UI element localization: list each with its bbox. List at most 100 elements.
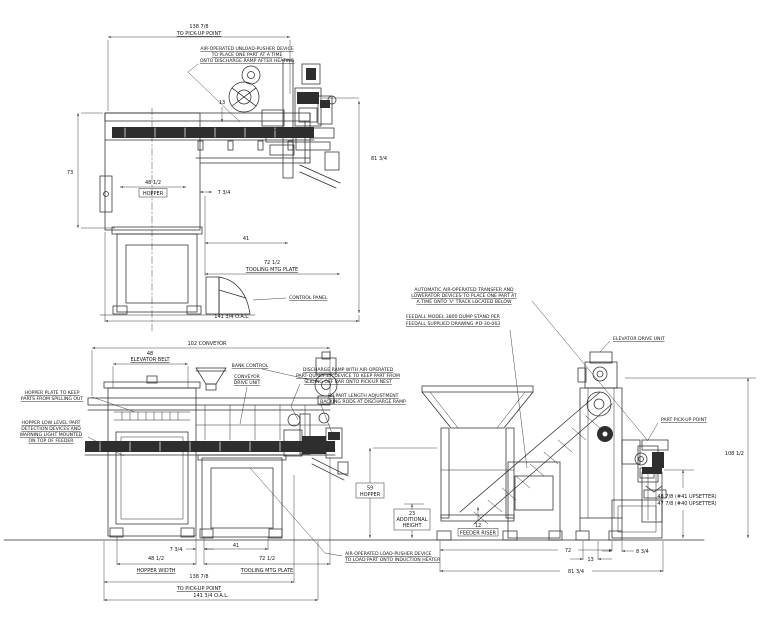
unload-note-leader [187,63,241,123]
side-pusher-mechanism [228,59,341,189]
end-v-track [645,485,663,493]
dim-23-sub2: HEIGHT [402,523,422,529]
dim-81-34-end: 81 3/4 [568,569,584,575]
low-level-leader [87,436,125,457]
front-hopper-body [107,387,197,537]
pickup-point-leader [647,422,659,441]
side-dimensions: 138 7/8 TO PICK-UP POINT AIR-OPERATED UN… [67,24,387,322]
note-conveyor-drive-line1: CONVEYOR [234,374,260,380]
dim-23-sub1: ADDITIONAL [396,517,427,523]
feedall-leader [509,329,528,469]
note-hopper-plate-line2: PARTS FROM SPILLING OUT [21,396,83,402]
note-low-level-line3: WARNING LIGHT MOUNTED [20,432,83,438]
note-discharge-line1: DISCHARGE RAMP WITH AIR-OPERATED [303,367,394,373]
note-unload-line1: AIR-OPERATED UNLOAD-PUSHER DEVICE [200,46,293,52]
note-conveyor-drive-line2: DRIVE UNIT [234,380,261,386]
note-low-level-line1: HOPPER LOW LEVEL PART [22,420,81,426]
front-conveyor-belt [85,441,335,452]
dim-102-conveyor: 102 CONVEYOR [187,341,227,347]
dim-59: 59 [367,486,373,492]
note-feedall-line1: FEEDALL MODEL 3800 DUMP STAND PER [406,314,501,320]
dim-7-34-side: 7 3/4 [218,190,231,196]
note-bank-control: BANK CONTROL [232,363,269,369]
side-conveyor-belt [112,127,314,138]
dim-72-end: 72 [565,548,571,554]
dim-8-34: 8 3/4 [636,549,649,555]
discharge-leader [290,383,301,421]
end-elevator-drive-unit [584,361,618,389]
dim-138-78-top: 138 7/8 [189,24,208,30]
dim-oal-front: 141 3/4 O.A.L. [193,593,229,599]
dim-48-12-side-sub: HOPPER [143,191,164,197]
dim-81-34-side: 81 3/4 [371,156,387,162]
note-length-adj-line1: (2) PART LENGTH ADJUSTMENT [328,393,399,399]
hopper-plate-leader [91,396,136,413]
dim-138-78-top-sub: TO PICK-UP POINT [176,31,223,37]
note-control-panel: CONTROL PANEL [289,295,328,301]
note-hopper-plate-line1: HOPPER PLATE TO KEEP [24,390,79,396]
note-transfer-line2: LOWERATOR DEVICES TO PLACE ONE PART AT [411,293,517,299]
dim-48-12-front-sub: HOPPER WIDTH [136,568,175,574]
front-elevation-view: 102 CONVEYOR 48 ELEVATOR BELT BANK CONTR… [20,341,441,601]
dim-oal-side: 141 3/4 O.A.L. [214,314,250,320]
dim-7-34-front: 7 3/4 [170,547,183,553]
note-length-adj-line2: BACKING RODS AT DISCHARGE RAMP [320,399,406,405]
dim-72-12-front: 72 1/2 [259,556,275,562]
dim-12-sub: FEEDER RISER [460,531,497,537]
dim-41-side: 41 [243,236,249,242]
note-discharge-line2: PART-QUALIFIER DEVICE TO KEEP PART FROM [296,373,400,379]
front-machine-outline [84,351,338,539]
note-unload-line2: TO PLACE ONE PART AT A TIME [211,52,283,58]
end-elevator-tower [579,387,623,519]
end-elevator-belt [459,391,601,513]
transfer-leader [531,300,649,442]
side-elevation-view: 138 7/8 TO PICK-UP POINT AIR-OPERATED UN… [67,24,387,333]
length-adj-leader [320,404,335,439]
note-transfer-line3: A TIME ONTO 'V' TRACK LOCATED BELOW [416,299,511,305]
conveyor-drive-leader [239,386,248,425]
note-elevator-drive: ELEVATOR DRIVE UNIT [613,336,665,342]
bank-control-leader [261,368,321,383]
front-warning-light [146,375,158,384]
control-panel-leader [252,297,287,301]
front-funnel [195,367,227,385]
dim-41-front: 41 [233,543,239,549]
dim-138-78-front-sub: TO PICK-UP POINT [176,586,223,592]
dim-upsetter-40: 47 7/8 (#40 UPSETTER) [657,501,716,507]
end-dimensions: AUTOMATIC AIR-OPERATED TRANSFER AND LOWE… [355,287,756,575]
end-machine-outline [421,351,669,541]
front-dimensions: 102 CONVEYOR 48 ELEVATOR BELT BANK CONTR… [20,341,441,601]
dim-108-12: 108 1/2 [725,451,744,457]
dim-48-12-front: 48 1/2 [148,556,164,562]
end-upsetter-pedestal [611,499,663,539]
note-load-pusher-line2: TO LOAD PART ONTO INDUCTION HEATER [344,557,441,563]
note-discharge-line3: SLIDING OFF BAR ONTO PICK-UP NEST [304,379,392,385]
load-pusher-leader [249,467,343,557]
dim-upsetter-41: 48 7/8 (#41 UPSETTER) [657,494,716,500]
end-dump-stand [507,461,561,539]
dim-12: 12 [475,523,481,529]
side-pedestal [116,233,198,313]
note-feedall-line2: FEEDALL SUPPLIED DRAWING #D-30-063 [406,321,500,327]
dim-13-side: 13 [219,100,225,106]
dim-48-belt: 48 [147,351,153,357]
dim-72-12-side: 72 1/2 [264,260,280,266]
side-control-panel [205,276,251,315]
note-low-level-line4: ON TOP OF FEEDER [29,438,75,444]
front-stand [201,457,283,538]
dim-59-sub: HOPPER [360,492,381,498]
end-elevation-view: AUTOMATIC AIR-OPERATED TRANSFER AND LOWE… [355,287,756,575]
dim-13-end: 13 [587,557,593,563]
note-low-level-line2: DETECTION DEVICES AND [21,426,81,432]
dim-23: 23 [409,511,415,517]
dim-48-belt-sub: ELEVATOR BELT [130,357,170,363]
elevator-drive-leader [599,340,611,353]
end-transfer-device [621,439,641,465]
dim-72-12-side-sub: TOOLING MTG PLATE [245,267,298,273]
dim-48-12-side: 48 1/2 [145,180,161,186]
note-unload-line3: ONTO DISCHARGE RAMP AFTER HEATING [200,58,295,64]
dim-138-78-front: 138 7/8 [189,574,208,580]
side-machine-outline [99,107,315,333]
